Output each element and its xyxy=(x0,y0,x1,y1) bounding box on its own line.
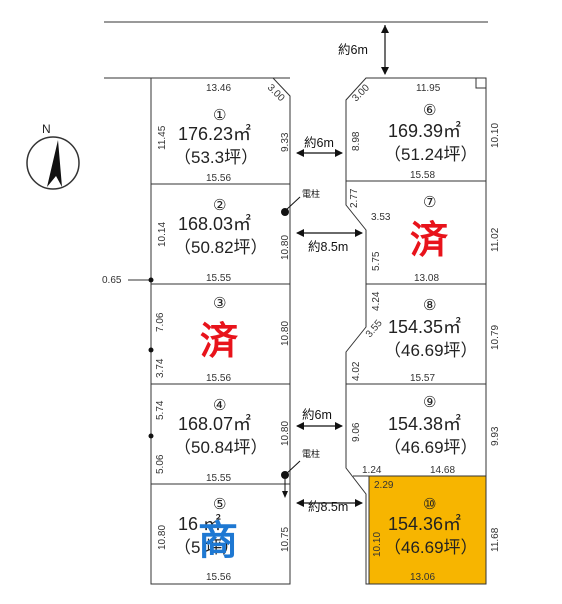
dimension-label: 11.45 xyxy=(157,125,168,150)
lot-3-number: ③ xyxy=(213,295,226,312)
lot-4-tsubo: （50.84坪） xyxy=(174,438,268,457)
dimension-label: 3.00 xyxy=(265,82,287,104)
dimension-label: 10.10 xyxy=(372,532,383,557)
dimension-label: 10.10 xyxy=(490,123,501,148)
lot-5-area: 16 ㎡ xyxy=(178,513,221,534)
lot-7-number: ⑦ xyxy=(423,194,436,211)
dimension-label: 15.56 xyxy=(206,173,231,184)
dimension-label: 13.06 xyxy=(410,572,435,583)
lot-7-sold-stamp: 済 xyxy=(410,218,449,262)
dimension-label: 10.80 xyxy=(280,421,291,446)
lot-4-area: 168.07㎡ xyxy=(178,413,251,434)
dimension-label: 3.74 xyxy=(155,358,166,378)
lot-5-tsubo: （5 坪） xyxy=(174,538,239,557)
road-width-arrow xyxy=(296,149,343,157)
dimension-label: 13.46 xyxy=(206,83,231,94)
dimension-label: 2.77 xyxy=(349,188,360,208)
dimension-label: 10.80 xyxy=(157,525,168,550)
dimension-label: 5.74 xyxy=(155,400,166,420)
lot-6-area: 169.39㎡ xyxy=(388,120,461,141)
dimension-label: 15.55 xyxy=(206,473,231,484)
lot-10-tsubo: （46.69坪） xyxy=(384,538,478,557)
dimension-label: 15.57 xyxy=(410,373,435,384)
dimension-label: 15.56 xyxy=(206,572,231,583)
utility-pole-icon xyxy=(281,460,301,498)
north-arrow-icon xyxy=(26,136,80,190)
dimension-label: 11.95 xyxy=(416,83,441,94)
lot-6-number: ⑥ xyxy=(423,102,436,119)
road-width-arrow xyxy=(296,422,343,430)
dimension-label: 13.08 xyxy=(414,273,439,284)
dimension-label: 4.02 xyxy=(351,361,362,381)
dimension-label: 11.02 xyxy=(490,227,501,252)
dimension-label: 8.98 xyxy=(351,131,362,151)
top-road-width-label: 約6m xyxy=(338,42,368,57)
road-width-arrow xyxy=(296,499,363,507)
dimension-label: 11.68 xyxy=(490,527,501,552)
road-lower-2-label: 約8.5m xyxy=(308,499,348,514)
dimension-label: 0.65 xyxy=(102,275,122,286)
lot-10-area: 154.36㎡ xyxy=(388,513,461,534)
lot-1-number: ① xyxy=(213,107,226,124)
road-lower-1-label: 約6m xyxy=(302,407,332,422)
dimension-label: 2.29 xyxy=(374,480,394,491)
dimension-label: 5.06 xyxy=(155,454,166,474)
top-road-width-arrow xyxy=(381,25,389,75)
dimension-label: 4.24 xyxy=(371,291,382,311)
dimension-label: 9.06 xyxy=(351,422,362,442)
lot-8-number: ⑧ xyxy=(423,297,436,314)
road-upper-2-label: 約8.5m xyxy=(308,239,348,254)
lot-9-number: ⑨ xyxy=(423,394,436,411)
dimension-label: 9.93 xyxy=(490,426,501,446)
dimension-label: 14.68 xyxy=(430,465,455,476)
dimension-label: 10.79 xyxy=(490,325,501,350)
utility-pole-label: 電柱 xyxy=(302,448,320,459)
dimension-label: 1.24 xyxy=(362,465,382,476)
lot-5-business-stamp: 商 xyxy=(198,518,238,564)
dimension-label: 10.80 xyxy=(280,321,291,346)
lot-9-area: 154.38㎡ xyxy=(388,413,461,434)
lot-6-tsubo: （51.24坪） xyxy=(384,145,478,164)
dimension-label: 3.53 xyxy=(371,212,391,223)
dimension-label: 10.80 xyxy=(280,235,291,260)
north-label: N xyxy=(42,122,51,136)
lot-9-tsubo: （46.69坪） xyxy=(384,438,478,457)
corner-marker xyxy=(475,77,487,89)
utility-pole-label: 電柱 xyxy=(302,188,320,199)
lot-2-tsubo: （50.82坪） xyxy=(174,238,268,257)
survey-point xyxy=(148,347,154,353)
lot-5-number: ⑤ xyxy=(213,496,226,513)
dimension-label: 15.56 xyxy=(206,373,231,384)
dimension-label: 3.55 xyxy=(364,318,385,340)
survey-point xyxy=(148,433,154,439)
dimension-label: 5.75 xyxy=(371,251,382,271)
dimension-label: 15.58 xyxy=(410,170,435,181)
lot-2-number: ② xyxy=(213,197,226,214)
lot-10-highlight xyxy=(368,475,487,585)
lot-8-tsubo: （46.69坪） xyxy=(384,341,478,360)
lot-4-number: ④ xyxy=(213,397,226,414)
lot-3-sold-stamp: 済 xyxy=(200,319,239,363)
dimension-label: 7.06 xyxy=(155,312,166,332)
lot-1-tsubo: （53.3坪） xyxy=(174,148,258,167)
lot-2-area: 168.03㎡ xyxy=(178,213,251,234)
lot-10-number: ⑩ xyxy=(423,496,436,513)
utility-pole-icon xyxy=(281,196,301,216)
lot-1-area: 176.23㎡ xyxy=(178,123,251,144)
lot-8-area: 154.35㎡ xyxy=(388,316,461,337)
dimension-label: 9.33 xyxy=(280,132,291,152)
dimension-label: 3.00 xyxy=(350,82,372,104)
road-upper-1-label: 約6m xyxy=(304,135,334,150)
survey-point xyxy=(148,277,154,283)
dimension-label: 15.55 xyxy=(206,273,231,284)
left-block-outline xyxy=(150,77,291,585)
dimension-label: 10.14 xyxy=(157,222,168,247)
road-width-arrow xyxy=(296,229,363,237)
dimension-label: 10.75 xyxy=(280,527,291,552)
